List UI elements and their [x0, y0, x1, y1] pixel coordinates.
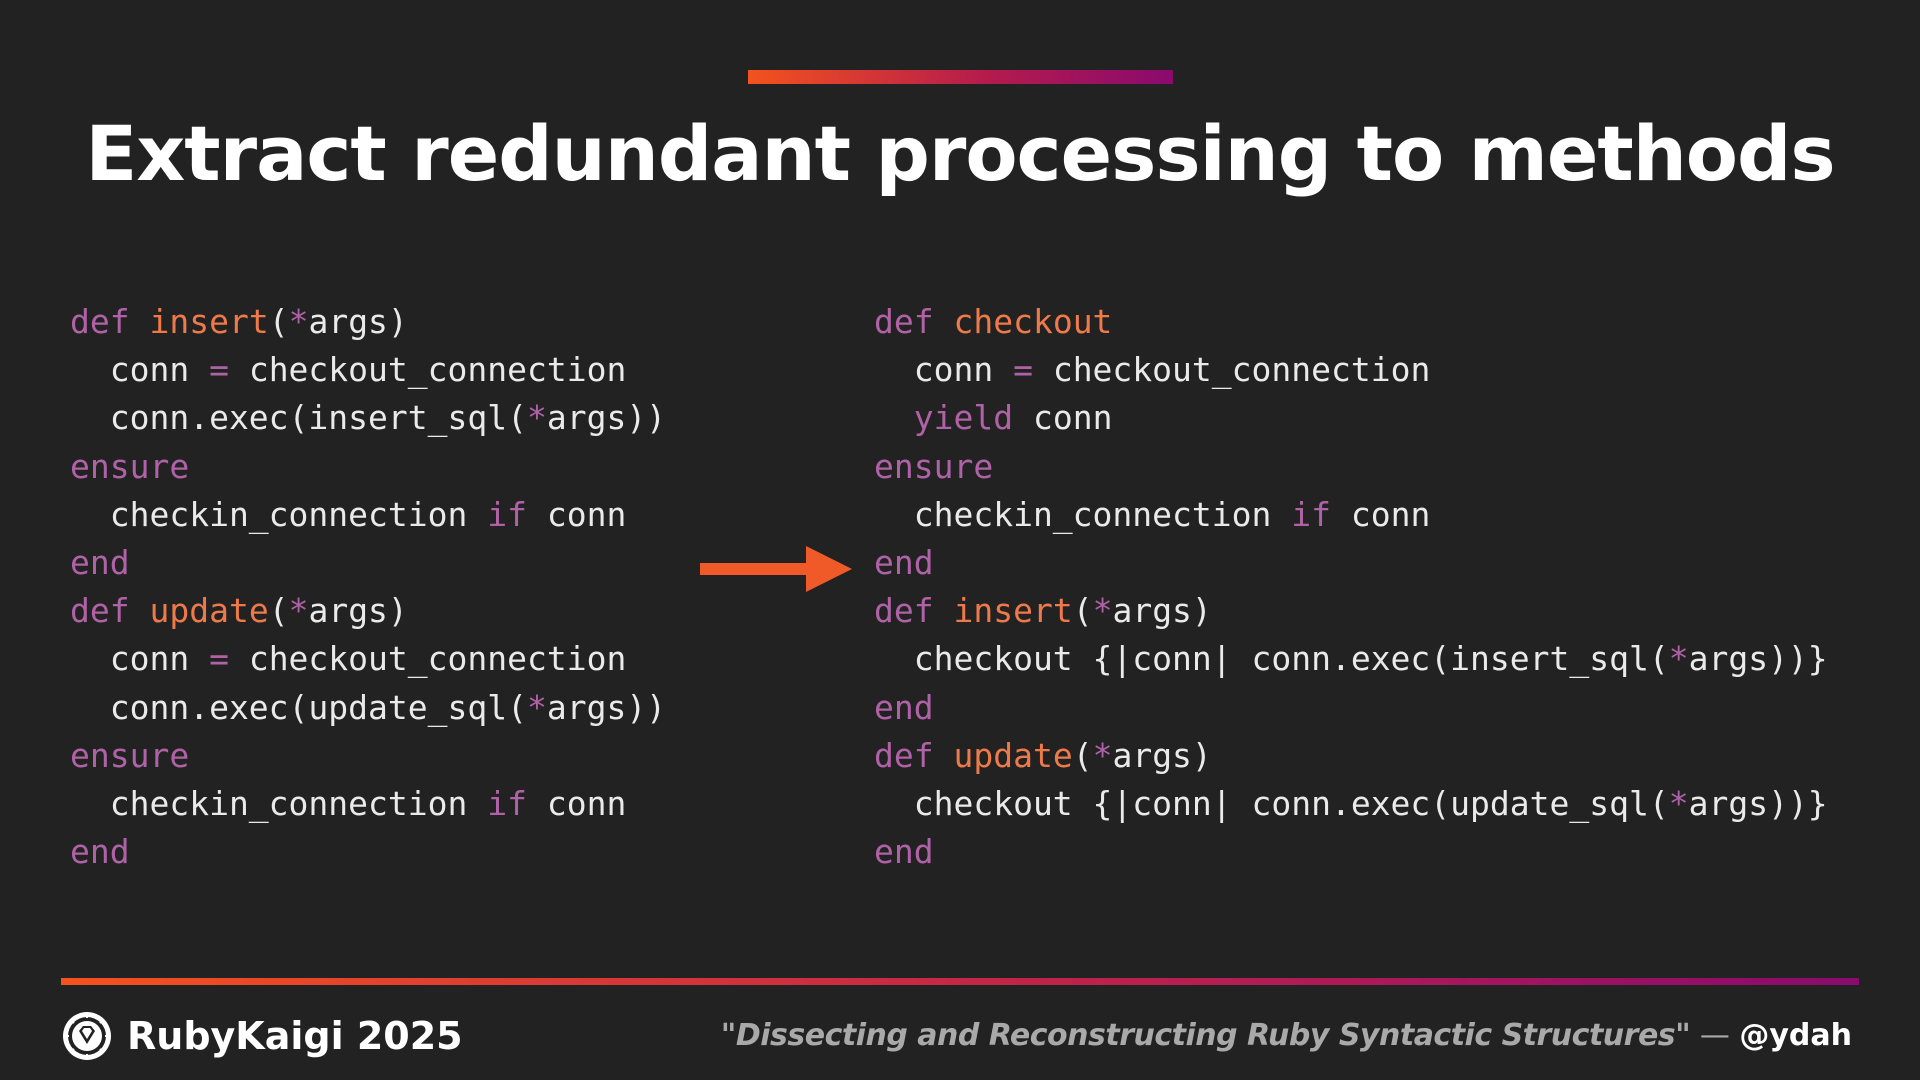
code-token: def — [70, 302, 150, 341]
code-token: conn — [526, 494, 627, 534]
code-token: checkout_connection — [228, 639, 627, 679]
code-line: checkin_connection if conn — [70, 491, 666, 539]
code-token: args))} — [1688, 639, 1828, 679]
code-token: = — [209, 639, 229, 679]
speaker-handle: @ydah — [1739, 1018, 1852, 1053]
code-token: conn — [70, 350, 210, 390]
code-token: conn — [874, 350, 1014, 390]
code-token: checkout {|conn| conn.exec(update_sql( — [874, 783, 1669, 823]
code-token: if — [487, 783, 527, 823]
code-token: end — [70, 832, 130, 872]
code-token: update — [149, 591, 269, 631]
code-token — [874, 398, 914, 437]
code-token: * — [1668, 783, 1689, 823]
code-line: checkin_connection if conn — [70, 780, 666, 828]
code-token: if — [487, 494, 527, 534]
code-token: * — [526, 687, 547, 727]
code-token: insert — [149, 302, 269, 341]
code-token: ( — [268, 591, 289, 631]
code-line: end — [70, 539, 666, 587]
title-accent-bar — [748, 70, 1173, 84]
code-token: args)) — [546, 398, 667, 438]
code-line: conn = checkout_connection — [70, 346, 666, 394]
code-token: = — [209, 350, 229, 390]
code-token: conn.exec(update_sql( — [70, 687, 527, 727]
code-token: checkin_connection — [70, 494, 488, 534]
code-token: end — [874, 542, 934, 582]
code-token: conn — [526, 783, 627, 823]
code-token: conn — [1330, 494, 1431, 534]
code-token: insert — [953, 591, 1073, 631]
code-line: conn = checkout_connection — [874, 346, 1828, 394]
code-line: end — [70, 828, 666, 876]
footer-talk-info: "Dissecting and Reconstructing Ruby Synt… — [721, 1010, 1852, 1062]
code-token: args)) — [546, 687, 667, 727]
code-token: def — [874, 302, 954, 341]
conference-brand: RubyKaigi 2025 — [127, 1014, 463, 1058]
code-token: * — [288, 302, 309, 341]
footer-accent-bar — [61, 978, 1859, 985]
talk-title: "Dissecting and Reconstructing Ruby Synt… — [720, 1018, 1691, 1053]
code-line: yield conn — [874, 394, 1828, 442]
code-line: ensure — [874, 443, 1828, 491]
code-line: checkout {|conn| conn.exec(update_sql(*a… — [874, 780, 1828, 828]
code-token: ( — [268, 302, 289, 341]
code-token: ( — [1072, 735, 1093, 775]
code-token: args) — [308, 302, 408, 341]
code-line: checkout {|conn| conn.exec(insert_sql(*a… — [874, 635, 1828, 683]
code-token: ensure — [70, 446, 190, 486]
code-token: conn.exec(insert_sql( — [70, 398, 527, 438]
code-token: conn — [70, 639, 210, 679]
code-token: checkout_connection — [1032, 350, 1431, 390]
rubykaigi-logo-icon — [63, 1012, 111, 1060]
code-token: ensure — [70, 735, 190, 775]
code-token: args) — [1112, 591, 1212, 631]
code-block-before: def insert(*args) conn = checkout_connec… — [70, 298, 666, 876]
code-token: args) — [308, 591, 408, 631]
code-token: * — [288, 591, 309, 631]
code-line: def checkout — [874, 298, 1828, 346]
code-token: checkin_connection — [874, 494, 1292, 534]
code-token: checkout {|conn| conn.exec(insert_sql( — [874, 639, 1669, 679]
footer-separator: — — [1690, 1018, 1740, 1053]
code-token: * — [1092, 735, 1113, 775]
code-token: checkout — [953, 302, 1113, 341]
code-token: args) — [1112, 735, 1212, 775]
code-token: checkin_connection — [70, 783, 488, 823]
code-line: end — [874, 684, 1828, 732]
code-line: def update(*args) — [70, 587, 666, 635]
code-token: checkout_connection — [228, 350, 627, 390]
code-line: conn = checkout_connection — [70, 635, 666, 683]
code-token: def — [874, 735, 954, 775]
code-line: checkin_connection if conn — [874, 491, 1828, 539]
code-token: ( — [1072, 591, 1093, 631]
code-token: end — [874, 832, 934, 872]
code-line: def insert(*args) — [874, 587, 1828, 635]
code-line: end — [874, 539, 1828, 587]
code-token: yield — [913, 398, 1014, 438]
code-token: * — [1668, 639, 1689, 679]
arrow-right-icon — [700, 546, 852, 592]
code-line: def update(*args) — [874, 732, 1828, 780]
code-line: ensure — [70, 732, 666, 780]
code-token: = — [1013, 350, 1033, 390]
code-line: conn.exec(insert_sql(*args)) — [70, 394, 666, 442]
code-line: end — [874, 828, 1828, 876]
code-line: conn.exec(update_sql(*args)) — [70, 684, 666, 732]
code-token: conn — [1013, 398, 1113, 438]
code-token: def — [874, 591, 954, 631]
code-block-after: def checkout conn = checkout_connection … — [874, 298, 1828, 876]
code-token: * — [1092, 591, 1113, 631]
code-line: def insert(*args) — [70, 298, 666, 346]
code-token: args))} — [1688, 783, 1828, 823]
code-token: ensure — [874, 446, 994, 486]
code-token: * — [526, 398, 547, 438]
code-line: ensure — [70, 443, 666, 491]
code-token: end — [70, 542, 130, 582]
slide-title: Extract redundant processing to methods — [85, 109, 1835, 198]
code-token: if — [1291, 494, 1331, 534]
code-token: update — [953, 735, 1073, 775]
code-token: end — [874, 687, 934, 727]
code-token: def — [70, 591, 150, 631]
